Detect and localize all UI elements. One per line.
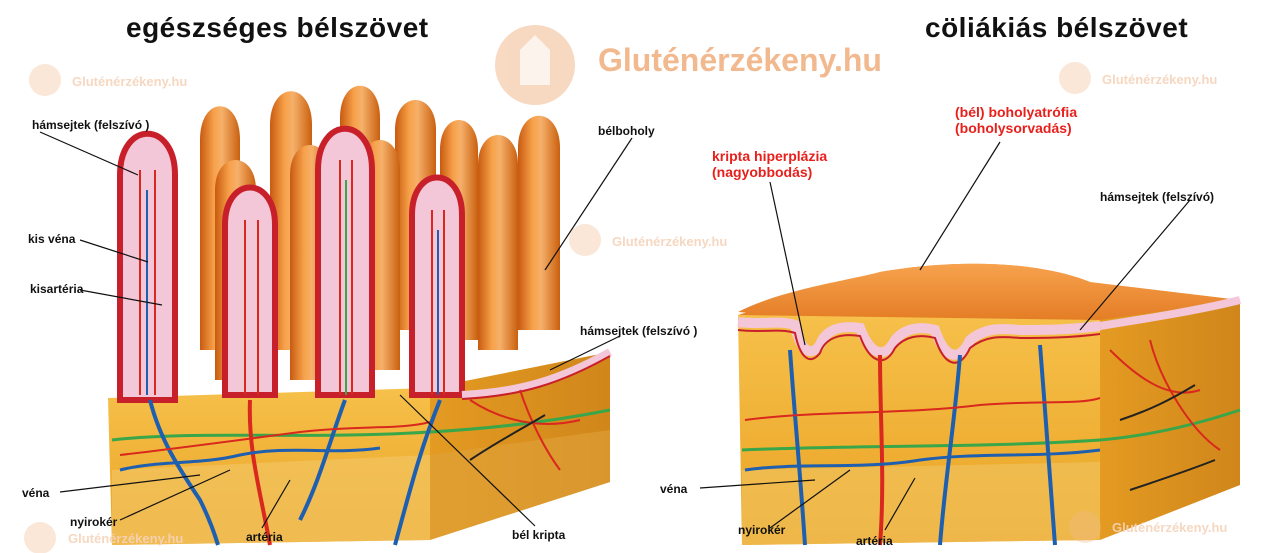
healthy-tissue-block [108,86,610,545]
brand-logo [495,25,575,105]
title-healthy: egészséges bélszövet [126,12,429,44]
brand-watermark: Gluténérzékeny.hu [598,42,882,79]
label-small-vein: kis véna [28,232,75,246]
watermark-emblem-4 [24,522,56,553]
watermark-emblem-1 [29,64,61,96]
watermark-emblem-2 [569,224,601,256]
label-crypt-hyperplasia-line1: kripta hiperplázia [712,148,827,164]
watermark-small-4: Gluténérzékeny.hu [68,531,183,546]
label-arteriole: kisartéria [30,282,83,296]
label-artery-healthy: artéria [246,530,283,544]
label-lymph-healthy: nyirokér [70,515,117,529]
label-epithelial-celiac: hámsejtek (felszívó) [1100,190,1214,204]
watermark-small-2: Gluténérzékeny.hu [612,234,727,249]
watermark-emblem-5 [1069,511,1101,543]
label-vein-celiac: véna [660,482,687,496]
title-celiac: cöliákiás bélszövet [925,12,1188,44]
celiac-tissue-block [738,264,1240,545]
watermark-small-1: Gluténérzékeny.hu [72,74,187,89]
watermark-emblem-3 [1059,62,1091,94]
watermark-small-3: Gluténérzékeny.hu [1102,72,1217,87]
label-lymph-celiac: nyirokér [738,523,785,537]
label-vein-healthy: véna [22,486,49,500]
label-villus: bélboholy [598,124,655,138]
label-epithelial-right: hámsejtek (felszívó ) [580,324,697,338]
label-epithelial-top: hámsejtek (felszívó ) [32,118,149,132]
label-crypt-hyperplasia-line2: (nagyobbodás) [712,164,812,180]
label-artery-celiac: artéria [856,534,893,548]
label-crypt: bél kripta [512,528,565,542]
label-atrophy-line1: (bél) boholyatrófia [955,104,1077,120]
label-atrophy-line2: (boholysorvadás) [955,120,1072,136]
watermark-small-5: Gluténérzékeny.hu [1112,520,1227,535]
